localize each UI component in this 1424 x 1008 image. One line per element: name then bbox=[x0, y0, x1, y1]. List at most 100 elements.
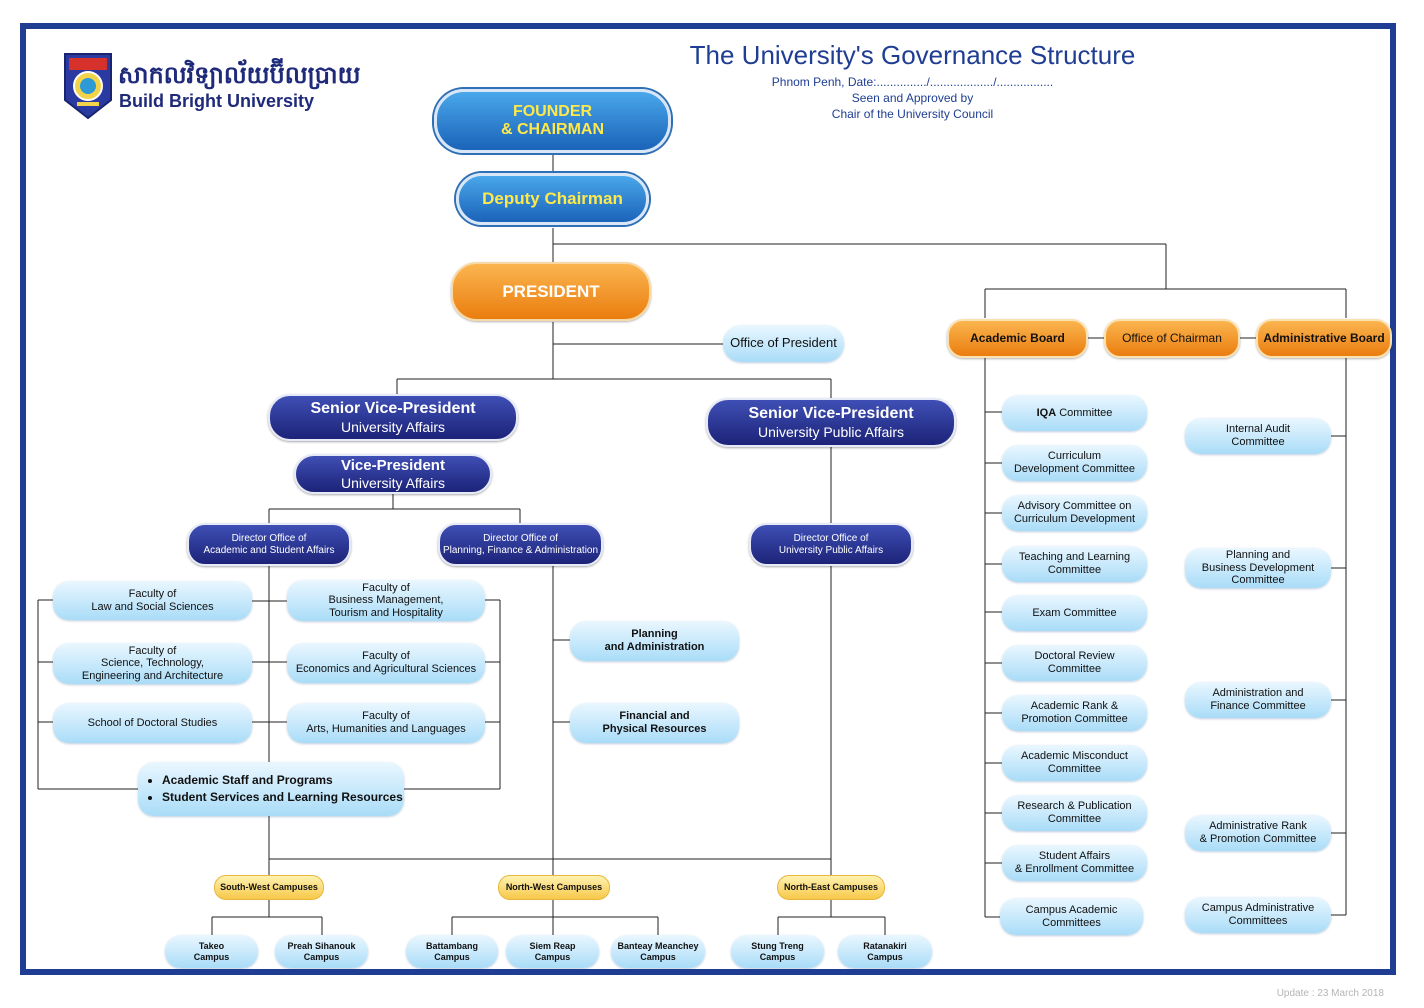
school-doctoral-label: School of Doctoral Studies bbox=[87, 716, 218, 729]
student-affairs-box[interactable]: Student Affairs & Enrollment Committee bbox=[1002, 845, 1147, 881]
campus-academic-line-1: Campus Academic bbox=[1025, 903, 1118, 916]
planning-business-line-3: Committee bbox=[1231, 574, 1285, 587]
south-west-label: South-West Campuses bbox=[220, 882, 318, 893]
deputy-chairman-box[interactable]: Deputy Chairman bbox=[456, 173, 649, 225]
financial-line-2: Physical Resources bbox=[602, 723, 707, 735]
academic-list: Academic Staff and Programs Student Serv… bbox=[148, 771, 403, 808]
stungtreng-line-2: Campus bbox=[759, 951, 796, 962]
president-box[interactable]: PRESIDENT bbox=[451, 262, 651, 321]
teaching-committee-box[interactable]: Teaching and Learning Committee bbox=[1002, 546, 1147, 582]
academic-staff-services-box[interactable]: Academic Staff and Programs Student Serv… bbox=[138, 762, 404, 816]
approval-line-1: Seen and Approved by bbox=[851, 91, 974, 105]
north-west-label: North-West Campuses bbox=[505, 882, 603, 893]
faculty-economics-line-1: Faculty of bbox=[362, 650, 410, 663]
takeo-campus-box[interactable]: Takeo Campus bbox=[165, 935, 258, 968]
doctoral-review-box[interactable]: Doctoral Review Committee bbox=[1002, 645, 1147, 681]
admin-finance-line-1: Administration and bbox=[1212, 687, 1304, 700]
banteay-line-1: Banteay Meanchey bbox=[617, 941, 699, 952]
advisory-line-1: Advisory Committee on bbox=[1017, 500, 1132, 513]
north-west-campuses-box[interactable]: North-West Campuses bbox=[498, 875, 610, 900]
academic-misconduct-box[interactable]: Academic Misconduct Committee bbox=[1002, 745, 1147, 781]
academic-board-box[interactable]: Academic Board bbox=[947, 319, 1088, 358]
update-note: Update : 23 March 2018 bbox=[1276, 988, 1384, 999]
south-west-campuses-box[interactable]: South-West Campuses bbox=[214, 875, 324, 900]
university-seal-icon bbox=[64, 53, 112, 120]
director-public-line-1: Director Office of bbox=[793, 533, 869, 544]
planning-business-line-1: Planning and bbox=[1225, 549, 1291, 562]
office-of-chairman-label: Office of Chairman bbox=[1122, 330, 1222, 345]
research-line-1: Research & Publication bbox=[1017, 800, 1132, 813]
curriculum-committee-box[interactable]: Curriculum Development Committee bbox=[1002, 445, 1147, 481]
research-publication-box[interactable]: Research & Publication Committee bbox=[1002, 795, 1147, 831]
svp-upa-subtitle: University Public Affairs bbox=[757, 423, 904, 440]
iqa-committee-label: IQA Committee bbox=[1037, 407, 1113, 420]
faculty-economics-line-2: Economics and Agricultural Sciences bbox=[295, 663, 477, 675]
campus-admin-line-1: Campus Administrative bbox=[1201, 902, 1315, 915]
deputy-chairman-label: Deputy Chairman bbox=[482, 189, 623, 209]
svp-university-affairs-box[interactable]: Senior Vice-President University Affairs bbox=[268, 394, 518, 441]
faculty-economics-box[interactable]: Faculty of Economics and Agricultural Sc… bbox=[287, 643, 485, 683]
list-item: Academic Staff and Programs bbox=[162, 773, 403, 788]
iqa-rest: Committee bbox=[1056, 406, 1113, 419]
planning-administration-box[interactable]: Planning and Administration bbox=[570, 621, 739, 661]
svp-ua-subtitle: University Affairs bbox=[341, 418, 445, 435]
exam-committee-label: Exam Committee bbox=[1032, 606, 1117, 619]
faculty-business-line-3: Tourism and Hospitality bbox=[329, 606, 443, 619]
admin-rank-line-1: Administrative Rank bbox=[1209, 820, 1307, 833]
doctoral-review-line-2: Committee bbox=[1047, 663, 1102, 675]
advisory-committee-box[interactable]: Advisory Committee on Curriculum Develop… bbox=[1002, 495, 1147, 531]
stungtreng-line-1: Stung Treng bbox=[751, 941, 804, 952]
siem-reap-campus-box[interactable]: Siem Reap Campus bbox=[506, 935, 599, 968]
academic-rank-box[interactable]: Academic Rank & Promotion Committee bbox=[1002, 695, 1147, 731]
internal-audit-box[interactable]: Internal Audit Committee bbox=[1185, 418, 1331, 454]
research-line-2: Committee bbox=[1047, 813, 1102, 825]
faculty-business-box[interactable]: Faculty of Business Management, Tourism … bbox=[287, 580, 485, 621]
school-doctoral-box[interactable]: School of Doctoral Studies bbox=[53, 703, 252, 743]
faculty-science-line-1: Faculty of bbox=[128, 644, 177, 657]
exam-committee-box[interactable]: Exam Committee bbox=[1002, 595, 1147, 631]
planning-business-box[interactable]: Planning and Business Development Commit… bbox=[1185, 548, 1331, 588]
faculty-law-line-1: Faculty of bbox=[128, 587, 177, 600]
curriculum-line-1: Curriculum bbox=[1047, 450, 1102, 463]
campus-academic-box[interactable]: Campus Academic Committees bbox=[1000, 898, 1143, 935]
director-academic-line-2: Academic and Student Affairs bbox=[203, 544, 335, 556]
iqa-committee-box[interactable]: IQA Committee bbox=[1002, 395, 1147, 431]
office-of-president-label: Office of President bbox=[730, 335, 837, 351]
director-planning-box[interactable]: Director Office of Planning, Finance & A… bbox=[438, 523, 603, 566]
administrative-board-box[interactable]: Administrative Board bbox=[1256, 319, 1392, 358]
battambang-campus-box[interactable]: Battambang Campus bbox=[406, 935, 498, 968]
director-public-box[interactable]: Director Office of University Public Aff… bbox=[749, 523, 913, 566]
office-of-chairman-box[interactable]: Office of Chairman bbox=[1104, 319, 1240, 358]
campus-academic-line-2: Committees bbox=[1042, 916, 1101, 929]
faculty-law-box[interactable]: Faculty of Law and Social Sciences bbox=[53, 581, 252, 620]
vp-university-affairs-box[interactable]: Vice-President University Affairs bbox=[294, 454, 492, 494]
battambang-line-1: Battambang bbox=[425, 941, 478, 952]
director-academic-box[interactable]: Director Office of Academic and Student … bbox=[187, 523, 351, 566]
director-academic-line-1: Director Office of bbox=[231, 533, 307, 544]
financial-physical-box[interactable]: Financial and Physical Resources bbox=[570, 703, 739, 743]
north-east-campuses-box[interactable]: North-East Campuses bbox=[777, 875, 885, 900]
planning-admin-line-1: Planning bbox=[631, 628, 678, 641]
stung-treng-campus-box[interactable]: Stung Treng Campus bbox=[731, 935, 824, 968]
planning-admin-line-2: and Administration bbox=[604, 641, 705, 653]
campus-admin-box[interactable]: Campus Administrative Committees bbox=[1185, 897, 1331, 933]
founder-line-2: & CHAIRMAN bbox=[500, 121, 605, 138]
faculty-science-line-2: Science, Technology, bbox=[101, 657, 204, 670]
founder-chairman-box[interactable]: FOUNDER & CHAIRMAN bbox=[434, 89, 671, 153]
office-of-president-box[interactable]: Office of President bbox=[723, 325, 844, 362]
admin-rank-box[interactable]: Administrative Rank & Promotion Committe… bbox=[1185, 815, 1331, 851]
list-item: Student Services and Learning Resources bbox=[162, 790, 403, 805]
academic-board-label: Academic Board bbox=[970, 330, 1065, 345]
preah-sihanouk-campus-box[interactable]: Preah Sihanouk Campus bbox=[275, 935, 368, 968]
banteay-meanchey-campus-box[interactable]: Banteay Meanchey Campus bbox=[611, 935, 705, 968]
svp-ua-title: Senior Vice-President bbox=[310, 400, 476, 418]
ratanakiri-line-1: Ratanakiri bbox=[863, 941, 907, 952]
svp-public-affairs-box[interactable]: Senior Vice-President University Public … bbox=[706, 398, 956, 447]
ratanakiri-campus-box[interactable]: Ratanakiri Campus bbox=[838, 935, 932, 968]
faculty-science-box[interactable]: Faculty of Science, Technology, Engineer… bbox=[53, 643, 252, 684]
faculty-arts-box[interactable]: Faculty of Arts, Humanities and Language… bbox=[287, 703, 485, 743]
admin-finance-box[interactable]: Administration and Finance Committee bbox=[1185, 682, 1331, 718]
logo-english-name: Build Bright University bbox=[119, 91, 315, 111]
doctoral-review-line-1: Doctoral Review bbox=[1034, 650, 1115, 663]
campus-admin-line-2: Committees bbox=[1228, 915, 1288, 927]
